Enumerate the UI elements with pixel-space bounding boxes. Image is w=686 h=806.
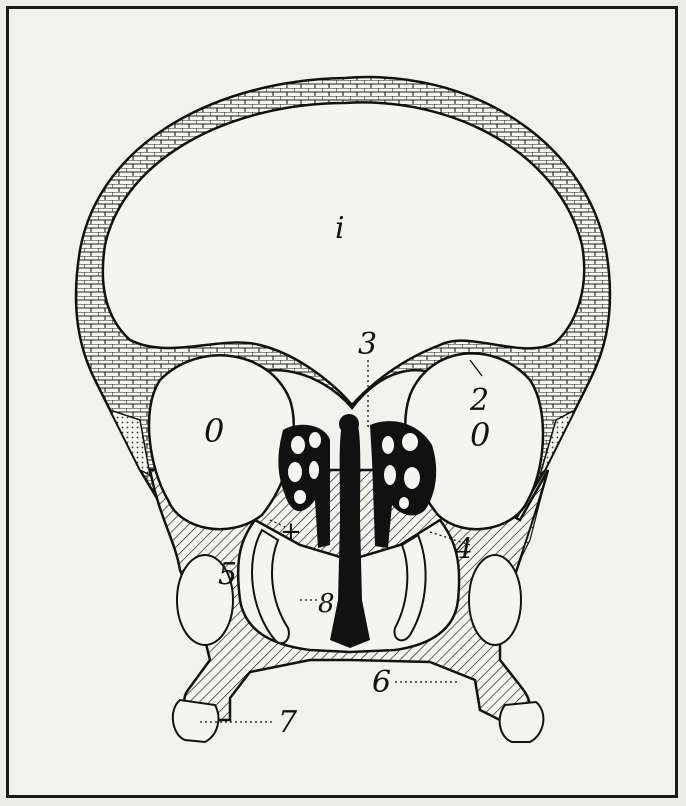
crista-galli <box>339 414 359 434</box>
label-8: 8 <box>318 589 335 619</box>
tooth-left <box>173 700 219 742</box>
label-4: 4 <box>454 532 473 565</box>
tooth-right <box>500 702 544 742</box>
label-plus: + <box>280 517 302 547</box>
label-2: 2 <box>469 383 489 418</box>
sinus-right <box>469 555 521 645</box>
label-cranial-cavity: i <box>335 211 345 246</box>
label-orbit-right: 0 <box>470 416 490 454</box>
label-5: 5 <box>218 557 237 592</box>
label-orbit-left: 0 <box>204 412 224 450</box>
label-3: 3 <box>358 327 377 362</box>
label-7: 7 <box>278 705 298 740</box>
label-6: 6 <box>372 665 391 700</box>
